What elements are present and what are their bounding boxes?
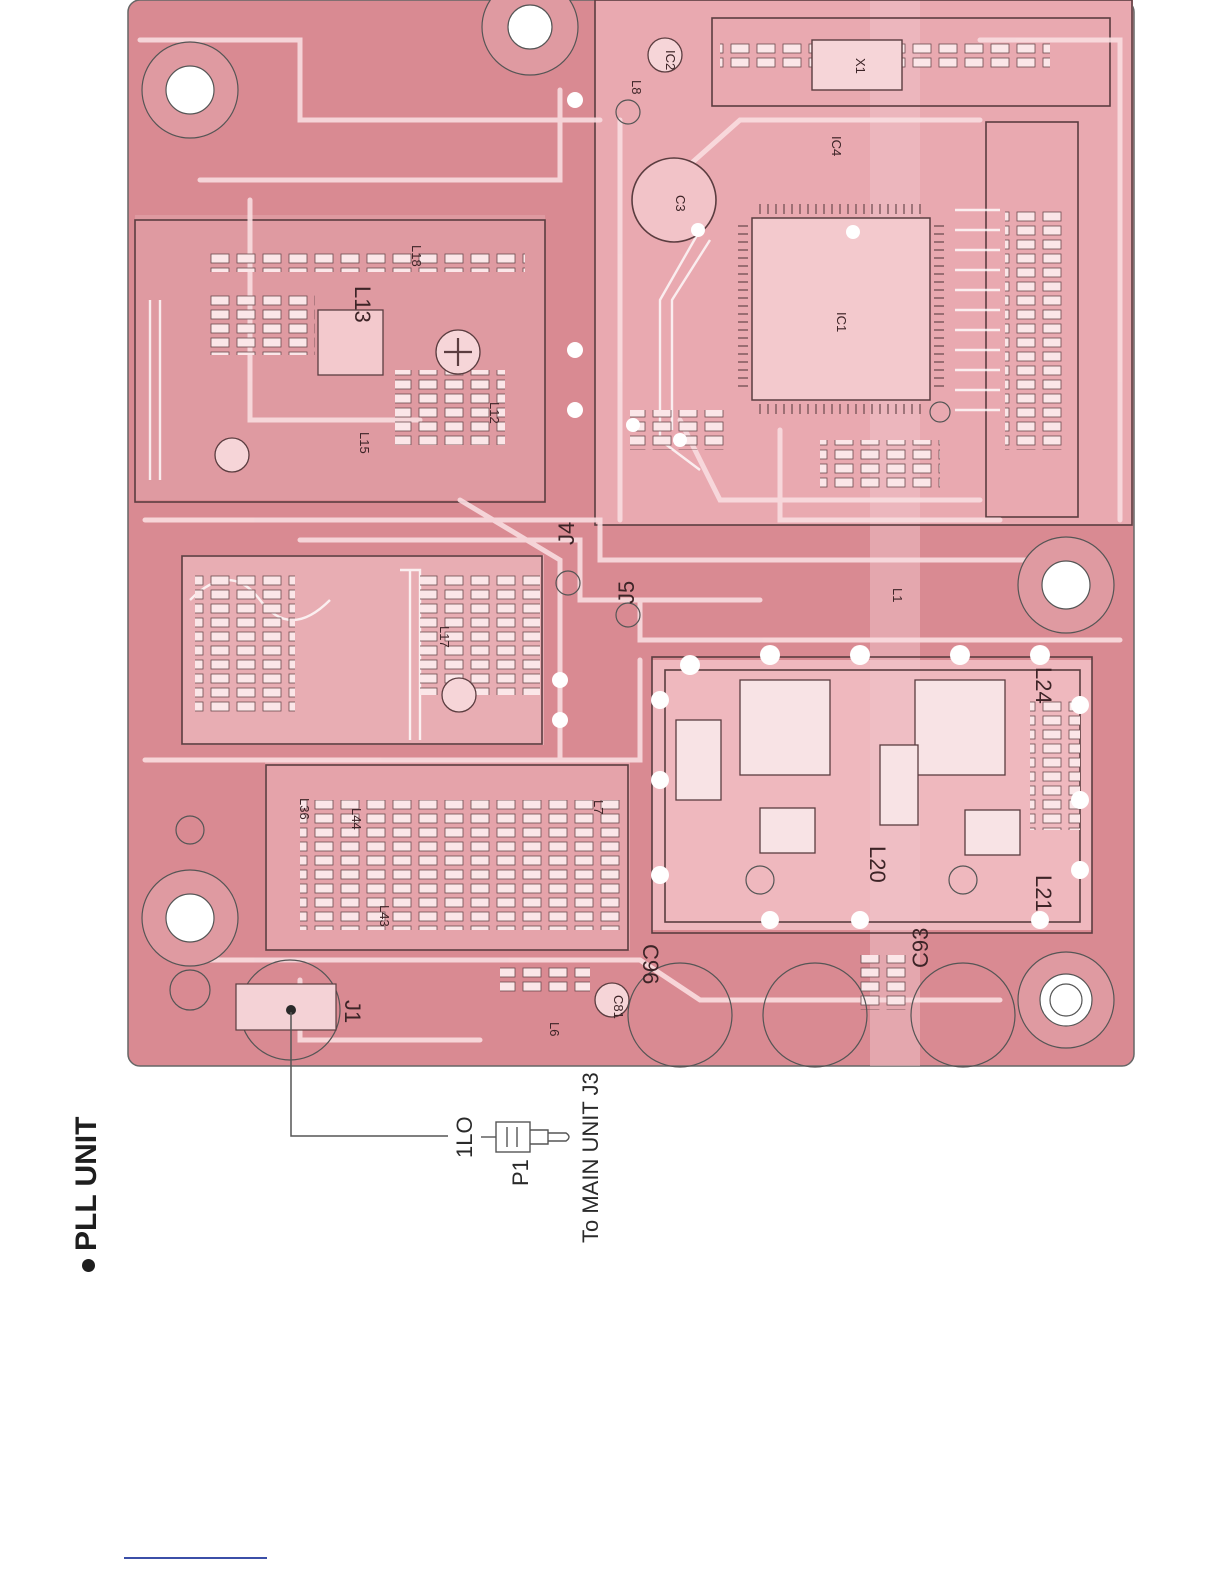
label-l8: L8 [629,80,644,94]
label-x1: X1 [853,58,868,74]
label-j5: J5 [614,581,639,604]
label-l20: L20 [865,846,890,883]
signal-label-1lo: 1LO [452,1116,478,1158]
ic1-chip [752,218,930,400]
label-l36: L36 [297,798,312,820]
label-c81: C81 [611,995,626,1019]
label-j1: J1 [340,1000,365,1023]
label-l43: L43 [377,905,392,927]
label-l44: L44 [349,808,364,830]
page-title: PLL UNIT [70,1117,104,1272]
label-l13: L13 [350,286,375,323]
label-l15: L15 [357,432,372,454]
label-l12: L12 [487,402,502,424]
label-c3: C3 [673,195,688,212]
label-l17: L17 [437,626,452,648]
label-l7: L7 [591,800,606,814]
label-l1: L1 [890,588,905,602]
label-ic2: IC2 [663,50,678,70]
p1-plug-icon [481,1122,569,1152]
destination-label: To MAIN UNIT J3 [578,1072,604,1243]
label-ic1: IC1 [834,312,849,332]
label-c96: C96 [638,944,663,984]
label-j4: J4 [554,522,579,545]
label-l18: L18 [409,245,424,267]
bullet-icon [82,1259,95,1272]
footer-rule [124,1557,267,1559]
label-l6: L6 [547,1022,562,1036]
plug-label-p1: P1 [508,1159,534,1186]
label-l21: L21 [1031,875,1056,912]
label-ic4: IC4 [829,136,844,156]
label-c93: C93 [908,928,933,968]
label-l24: L24 [1031,667,1056,704]
